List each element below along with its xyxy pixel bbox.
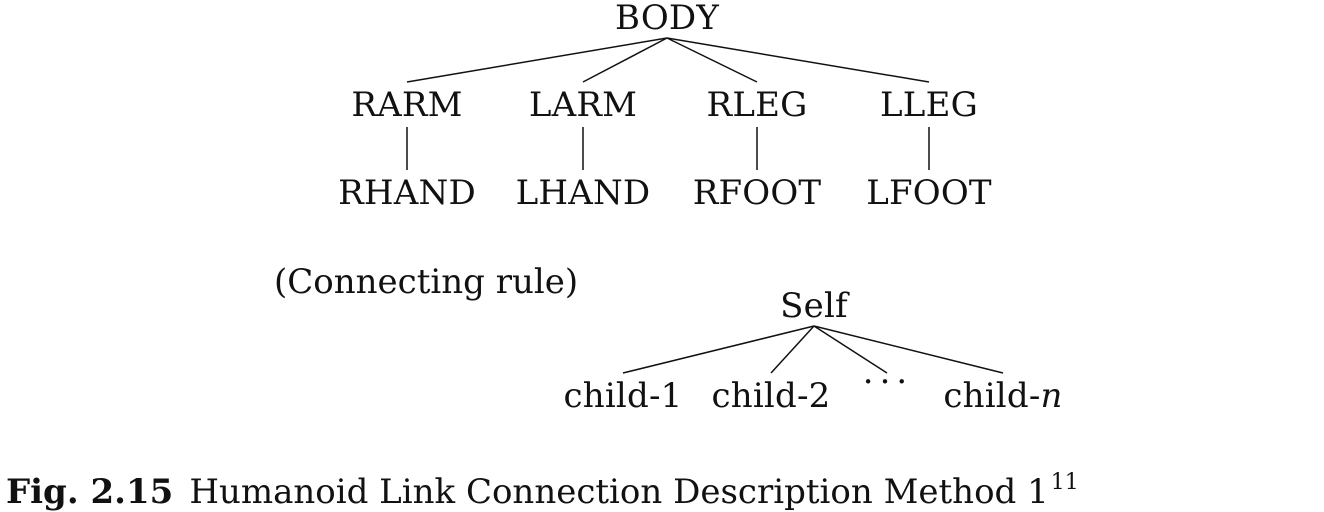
node-child-n: child-n (943, 379, 1062, 413)
edge-self-child-n (813, 325, 1004, 374)
caption-reference: 11 (1050, 470, 1079, 495)
node-child-2: child-2 (711, 376, 831, 416)
node-lfoot: LFOOT (866, 173, 992, 213)
connecting-rule-label: (Connecting rule) (274, 262, 579, 302)
caption-figure-number: Fig. 2.15 (6, 472, 174, 512)
node-lleg: LLEG (880, 85, 978, 125)
edge-self-child-1 (622, 325, 815, 374)
node-self: Self (780, 286, 848, 326)
node-lhand: LHAND (515, 173, 651, 213)
edge-body-rarm (406, 37, 668, 83)
caption-text: Humanoid Link Connection Description Met… (189, 472, 1049, 512)
edge-self-ellipsis (813, 325, 888, 374)
edge-body-larm (582, 37, 668, 83)
edge-body-rleg (666, 37, 758, 83)
node-larm: LARM (528, 85, 638, 125)
node-rhand: RHAND (338, 173, 476, 213)
child-n-prefix: child- (943, 376, 1041, 416)
node-rleg: RLEG (706, 85, 808, 125)
edge-body-lleg (666, 37, 930, 83)
node-rfoot: RFOOT (692, 173, 822, 213)
node-ellipsis: ··· (862, 362, 914, 402)
node-rarm: RARM (351, 85, 463, 125)
child-n-variable: n (1040, 376, 1063, 416)
node-body: BODY (615, 0, 719, 38)
figure-caption: Fig. 2.15 Humanoid Link Connection Descri… (6, 470, 1079, 512)
edge-self-child-2 (770, 325, 815, 374)
node-child-1: child-1 (563, 376, 683, 416)
